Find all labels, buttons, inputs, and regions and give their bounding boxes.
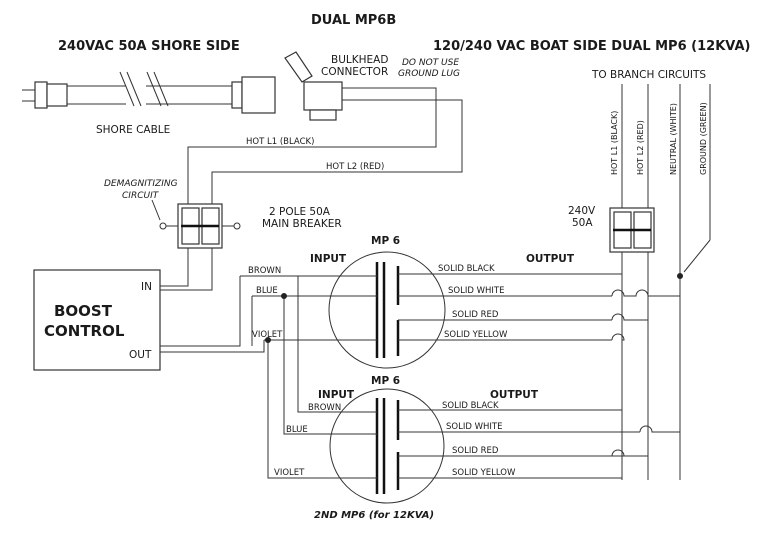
main-breaker	[159, 203, 241, 249]
mp6-1-output-yellow: SOLID YELLOW	[444, 330, 508, 340]
mp6-2-input-blue: BLUE	[286, 425, 308, 435]
branch-wire-hot-l1: HOT L1 (BLACK)	[610, 111, 619, 175]
shore-plug-right	[231, 76, 276, 114]
mp6-2-input-violet: VIOLET	[274, 468, 305, 478]
mp6-2-output-black: SOLID BLACK	[442, 401, 499, 411]
branch-breaker	[609, 207, 655, 253]
branch-wire-lines	[621, 84, 711, 276]
boost-out-label: OUT	[129, 349, 152, 361]
second-mp6-caption: 2ND MP6 (for 12KVA)	[314, 510, 434, 521]
mp6-2-input-brown: BROWN	[308, 403, 341, 413]
mp6-1-output-red: SOLID RED	[452, 310, 499, 320]
mp6-2-name: MP 6	[371, 375, 400, 387]
hot-l2-label: HOT L2 (RED)	[326, 162, 384, 172]
branch-wire-ground: GROUND (GREEN)	[699, 102, 708, 175]
mp6-2-output-yellow: SOLID YELLOW	[452, 468, 516, 478]
mp6-2-output-red: SOLID RED	[452, 446, 499, 456]
mp6-1-output-black: SOLID BLACK	[438, 264, 495, 274]
mp6-1-name: MP 6	[371, 235, 400, 247]
mp6-1-output-white: SOLID WHITE	[448, 286, 504, 296]
shore-cable-label: SHORE CABLE	[96, 124, 170, 136]
shore-cable-break	[119, 71, 232, 107]
mp6-1-input-brown: BROWN	[248, 266, 281, 276]
mp6-2-output-label: OUTPUT	[490, 389, 539, 401]
breaker-to-boost	[160, 248, 213, 291]
mp6-1-output-label: OUTPUT	[526, 253, 575, 265]
boost-control-box	[33, 269, 161, 371]
hot-l1-label: HOT L1 (BLACK)	[246, 137, 314, 147]
boost-output-wires	[160, 275, 346, 479]
hot-lines	[187, 87, 463, 204]
branch-wire-neutral: NEUTRAL (WHITE)	[669, 103, 678, 175]
mp6-1-input-label: INPUT	[310, 253, 347, 265]
output-buses	[611, 252, 683, 480]
mp6-2-input-label: INPUT	[318, 389, 355, 401]
diagram-title: DUAL MP6B	[311, 13, 396, 28]
mp6-1-input-violet: VIOLET	[252, 330, 283, 340]
transformer-1	[328, 251, 612, 369]
boat-side-title: 120/240 VAC BOAT SIDE DUAL MP6 (12KVA)	[433, 39, 750, 54]
branch-wire-hot-l2: HOT L2 (RED)	[636, 120, 645, 175]
shore-plug-left	[22, 81, 126, 109]
branch-circuits-label: TO BRANCH CIRCUITS	[591, 69, 706, 81]
bulkhead-connector	[284, 51, 343, 121]
transformer-2	[329, 388, 640, 504]
mp6-1-input-blue: BLUE	[256, 286, 278, 296]
shore-side-title: 240VAC 50A SHORE SIDE	[58, 39, 240, 54]
boost-in-label: IN	[141, 281, 152, 293]
mp6-2-output-white: SOLID WHITE	[446, 422, 502, 432]
